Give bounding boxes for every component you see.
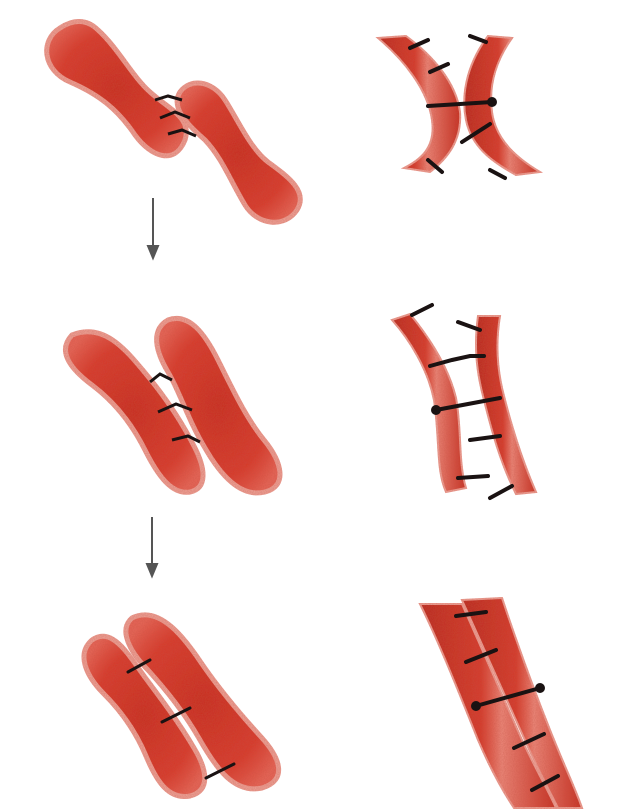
arrow-down-1 bbox=[148, 198, 158, 258]
linker bbox=[490, 486, 512, 498]
linker-node bbox=[433, 407, 439, 413]
stage-3-right-pair bbox=[420, 598, 582, 808]
stage-2-left-pair bbox=[65, 318, 280, 492]
arrow-down-2 bbox=[147, 517, 157, 576]
stage-3-left-pair bbox=[84, 615, 279, 797]
linker-node bbox=[537, 685, 543, 691]
chromosome-1a bbox=[47, 22, 187, 156]
strand-2a bbox=[392, 314, 466, 492]
stage-2-right-pair bbox=[392, 305, 536, 498]
chromosome-1b bbox=[177, 83, 300, 222]
linker bbox=[412, 305, 432, 315]
arrow-head bbox=[148, 246, 158, 258]
stage-1-left-pair bbox=[47, 22, 301, 223]
strand-1b bbox=[464, 36, 540, 175]
linker-node bbox=[489, 99, 495, 105]
arrow-head bbox=[147, 564, 157, 576]
linker bbox=[470, 36, 486, 42]
stage-1-right-pair bbox=[378, 36, 540, 178]
linker bbox=[458, 476, 488, 478]
linker-node bbox=[473, 703, 479, 709]
linker bbox=[490, 170, 505, 178]
strand-2b bbox=[476, 316, 536, 494]
